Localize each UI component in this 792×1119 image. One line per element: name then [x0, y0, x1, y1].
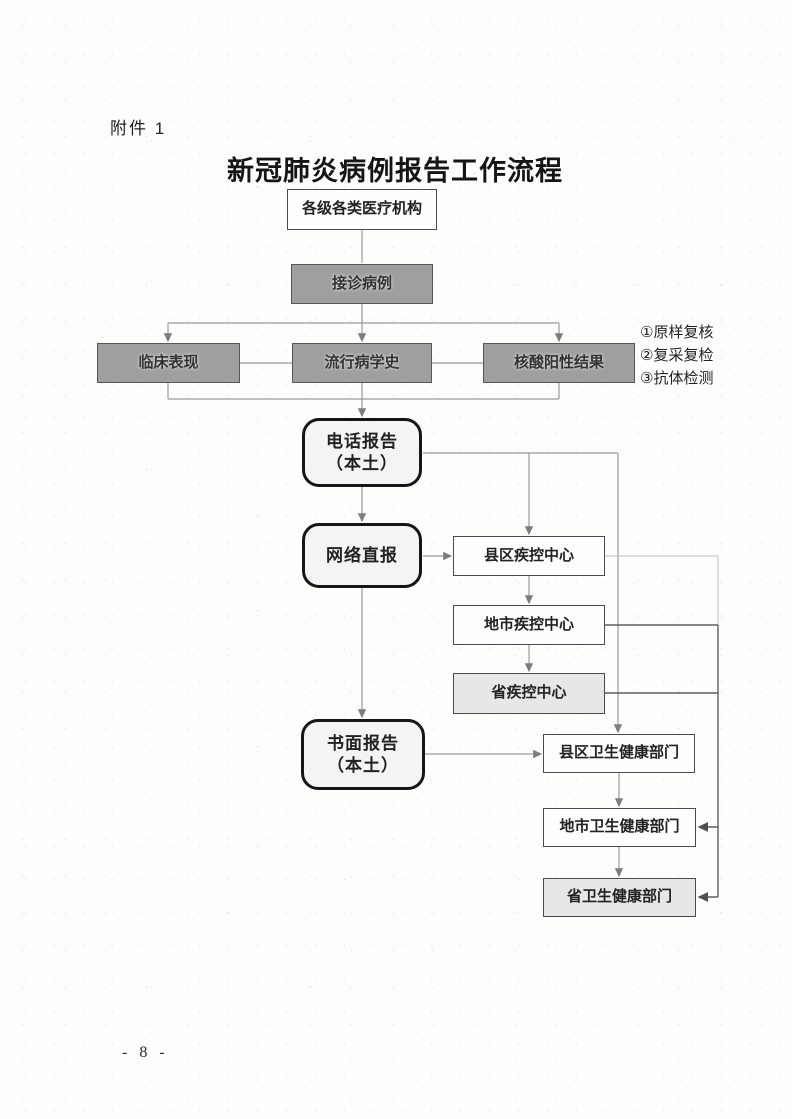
- node-county-health-dept: 县区卫生健康部门: [543, 734, 695, 773]
- page-title: 新冠肺炎病例报告工作流程: [227, 156, 563, 186]
- node-phone-report: 电话报告 （本土）: [302, 418, 422, 487]
- annotation-item-1: ①原样复核: [640, 324, 714, 341]
- page-number: - 8 -: [122, 1044, 169, 1061]
- node-clinical-presentation: 临床表现: [97, 343, 240, 383]
- node-network-report: 网络直报: [302, 523, 422, 588]
- node-epidemiological-history: 流行病学史: [292, 343, 432, 383]
- annotation-item-2: ②复采复检: [640, 347, 714, 364]
- node-province-health-dept: 省卫生健康部门: [543, 878, 696, 917]
- written-report-sublabel: （本土）: [327, 755, 399, 775]
- node-province-cdc: 省疾控中心: [453, 673, 605, 714]
- node-medical-orgs: 各级各类医疗机构: [287, 189, 437, 230]
- retest-annotation: ①原样复核 ②复采复检 ③抗体检测: [640, 321, 713, 390]
- phone-report-sublabel: （本土）: [326, 453, 398, 473]
- node-city-cdc: 地市疾控中心: [453, 605, 605, 645]
- attachment-label: 附件 1: [110, 119, 167, 138]
- node-written-report: 书面报告 （本土）: [301, 719, 425, 790]
- annotation-item-3: ③抗体检测: [640, 370, 714, 387]
- node-county-cdc: 县区疾控中心: [453, 536, 605, 576]
- written-report-label: 书面报告: [327, 734, 399, 754]
- phone-report-label: 电话报告: [326, 432, 398, 452]
- node-nucleic-acid-positive: 核酸阳性结果: [483, 343, 635, 383]
- node-receive-case: 接诊病例: [291, 264, 433, 304]
- node-city-health-dept: 地市卫生健康部门: [543, 808, 696, 847]
- connectors-faint: [605, 555, 719, 625]
